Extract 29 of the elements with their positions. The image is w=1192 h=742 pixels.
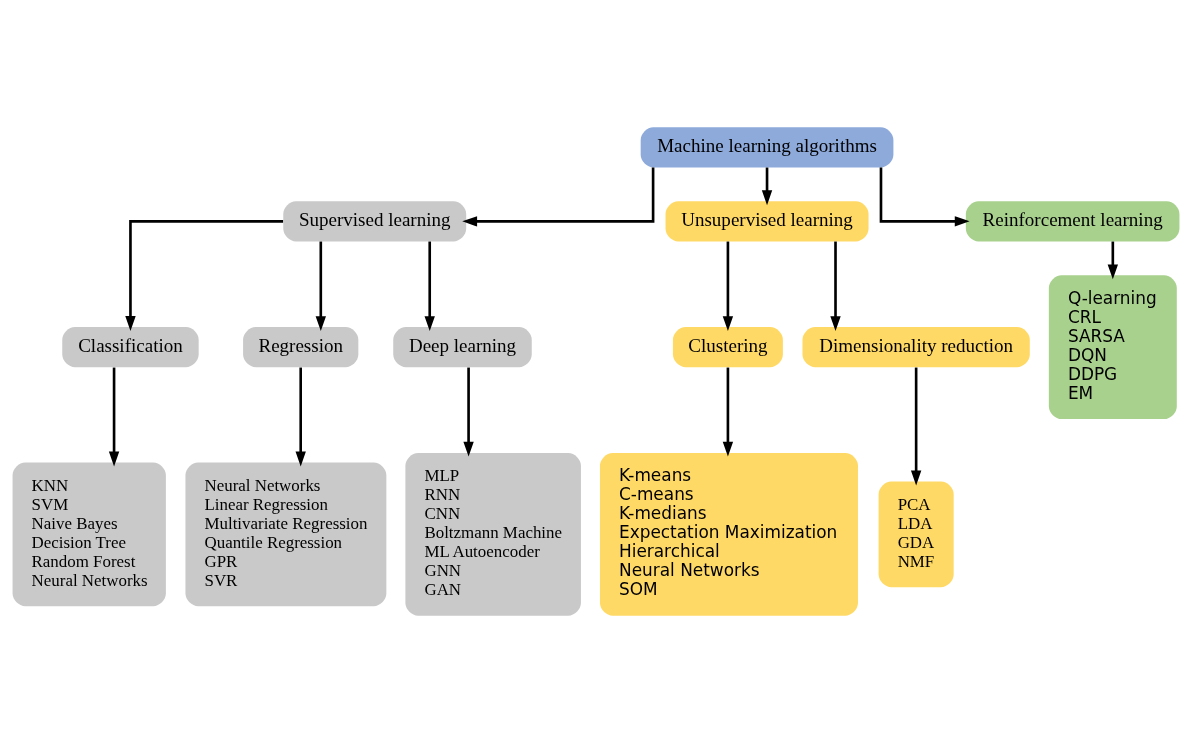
node-box: K-means C-means K-medians Expectation Maximization Hierarchical Neural Networks SOM <box>599 452 858 616</box>
arrow <box>879 167 970 227</box>
node-box: Machine learning algorithms <box>640 126 894 167</box>
arrow <box>424 241 435 331</box>
arrow <box>125 219 284 331</box>
arrow <box>462 167 655 227</box>
arrow <box>761 167 773 205</box>
node-box: Q-learning CRL SARSA DQN DDPG EM <box>1048 274 1177 419</box>
arrow <box>315 241 326 331</box>
node-box: Classification <box>62 326 199 367</box>
arrow <box>830 241 841 331</box>
node-box: Supervised learning <box>283 200 467 241</box>
arrow <box>108 367 120 466</box>
node-box: Dimensionality reduction <box>802 326 1030 367</box>
node-box: Deep learning <box>393 326 532 367</box>
node-box: Clustering <box>672 326 783 367</box>
node-box: Unsupervised learning <box>665 200 869 241</box>
node-box: MLP RNN CNN Boltzmann Machine ML Autoencoder GNN GAN <box>405 452 581 616</box>
node-box: Neural Networks Linear Regression Multivariate Regression Quantile Regression GPR SVR <box>185 461 387 606</box>
arrow <box>722 367 734 456</box>
node-box: Reinforcement learning <box>965 200 1180 241</box>
node-box: KNN SVM Naive Bayes Decision Tree Random Forest Neural Networks <box>12 461 166 606</box>
node-box: Regression <box>243 326 359 367</box>
arrow <box>722 241 734 331</box>
arrow <box>910 367 922 485</box>
arrow <box>463 367 474 456</box>
arrow <box>1107 241 1119 279</box>
node-box: PCA LDA GDA NMF <box>878 480 954 587</box>
arrow <box>295 367 306 466</box>
